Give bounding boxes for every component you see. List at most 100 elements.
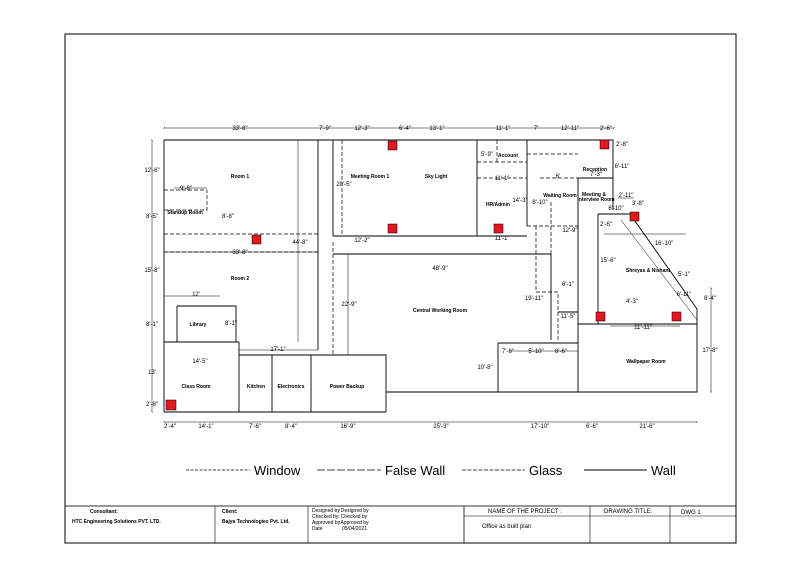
column — [629, 211, 640, 222]
dim-label: 5'-10" — [528, 349, 543, 355]
dim-label: 2'-6" — [600, 222, 612, 228]
dim-label: 5'-9" — [481, 152, 493, 158]
dim-label: 16'-9" — [340, 424, 355, 430]
dim-label: 12'-9" — [562, 228, 577, 234]
dim-label: 22'-9" — [341, 302, 356, 308]
room-label: Account — [498, 153, 518, 159]
dim-label: 14'-3" — [512, 198, 527, 204]
dim-label: 2'-8" — [616, 142, 628, 148]
dim-label: 13' — [148, 370, 156, 376]
column — [671, 311, 682, 322]
dim-label: 2'-11" — [619, 193, 634, 199]
dim-label: 8'-4" — [285, 424, 297, 430]
dim-label: 17'-1" — [270, 347, 285, 353]
bottom-dimensions: 2'-4" 14'-1" 7'-6" 8'-4" 16'-9" 25'-3" 1… — [164, 424, 655, 430]
dim-label: 2'-6" — [600, 126, 612, 132]
room-label: Interview Room — [577, 197, 615, 203]
column — [165, 399, 177, 411]
column — [387, 223, 398, 234]
dim-label: 17'-10" — [531, 424, 550, 430]
room-label: Library — [190, 322, 207, 328]
dim-label: 21'-6" — [639, 424, 654, 430]
dim-label: 2'-8" — [146, 402, 158, 408]
left-dimensions: 12'-6" 8'-5" 15'-8" 8'-1" 13' 2'-8" — [144, 168, 159, 408]
room-label: Class Room — [182, 384, 211, 390]
right-dimensions: 2'-8" 8'-4" 17'-8" — [616, 142, 718, 354]
room-label: Electronics — [278, 384, 305, 390]
dim-label: 7'-6" — [502, 349, 514, 355]
project-name: Office as built plan — [482, 524, 531, 530]
column — [251, 234, 262, 245]
dim-label: 7' — [534, 126, 538, 132]
dim-label: 11'-1" — [495, 176, 510, 182]
dim-label: 44'-8" — [292, 240, 307, 246]
legend: Window False Wall Glass Wall — [186, 463, 676, 478]
room-label: Reception — [583, 167, 607, 173]
room-label: Room 2 — [231, 276, 250, 282]
date-label: Date — [312, 526, 323, 532]
dim-label: 11'-1" — [496, 126, 511, 132]
dim-label: 7'-9" — [319, 126, 331, 132]
top-dimensions: 33'-8" 7'-9" 12'-3" 6'-4" 13'-1" 11'-1" … — [232, 126, 612, 132]
dim-label: 3'-8" — [632, 201, 644, 207]
dim-label: 8'-8" — [222, 214, 234, 220]
dim-label: 6'-4" — [399, 126, 411, 132]
dim-label: 20'-5" — [336, 182, 351, 188]
dim-label: 15'-6" — [600, 258, 615, 264]
dim-label: 33'-8" — [232, 126, 247, 132]
dim-label: 12'-2" — [354, 238, 369, 244]
dim-label: 11'-11" — [634, 325, 652, 331]
dim-label: 12'-6" — [144, 168, 159, 174]
dim-label: 33'-8" — [232, 250, 247, 256]
checked-by-value: : Checked by — [338, 514, 368, 520]
room-label: Wallpaper Room — [626, 359, 666, 365]
dim-label: 6' — [556, 174, 560, 180]
designed-by-label: Designed by — [312, 508, 340, 514]
dim-label: 19'-11" — [525, 296, 543, 302]
dim-label: 8'-4" — [704, 296, 716, 302]
title-block: Consultant: HTC Engineering Solutions PV… — [64, 505, 737, 544]
dim-label: 6'-10" — [608, 206, 623, 212]
dim-label: 13'-1" — [429, 126, 444, 132]
dim-label: 8'-6" — [555, 349, 567, 355]
legend-false-wall-label: False Wall — [385, 463, 445, 478]
consultant-label: Consultant: — [90, 509, 118, 515]
legend-window-label: Window — [254, 463, 301, 478]
dim-label: 25'-3" — [433, 424, 448, 430]
dwg-number: DWG 1 — [681, 510, 701, 516]
dim-label: 4'-3" — [626, 299, 638, 305]
column — [595, 311, 606, 322]
dim-label: 8'-1" — [146, 322, 158, 328]
dim-label: 6'-1" — [562, 282, 574, 288]
approved-by-value: : Approved by — [338, 520, 369, 526]
approved-by-label: Approved by — [312, 520, 341, 526]
inner-dimensions: 9'-8" 8'-8" 33'-8" 44'-8" 12' 8'-1" 14'-… — [180, 152, 691, 371]
dim-label: 8'-1" — [225, 321, 237, 327]
room-label: HR/Admin — [486, 202, 510, 208]
room-label: Meeting & — [582, 192, 606, 198]
room-label: Sky Light — [425, 174, 448, 180]
dim-label: 9'-8" — [180, 186, 192, 192]
dim-label: 6'-6" — [586, 424, 598, 430]
dim-label: 12' — [192, 292, 200, 298]
dim-label: 2'-4" — [164, 424, 176, 430]
room-label: Power Backup — [330, 384, 364, 390]
dim-label: 14'-5" — [192, 359, 207, 365]
column — [493, 223, 504, 234]
dim-label: 8'-5" — [146, 214, 158, 220]
dim-label: 7'-6" — [249, 424, 261, 430]
dim-label: 12'-3" — [354, 126, 369, 132]
room-label: Room 1 — [231, 174, 250, 180]
walls — [163, 139, 698, 413]
date-value: 05/04/2021 — [342, 526, 367, 532]
consultant-name: HTC Engineering Solutions PVT. LTD. — [72, 519, 161, 525]
dim-label: 11'-5" — [561, 314, 576, 320]
room-label: Waiting Room — [543, 193, 577, 199]
dim-label: 11'-1" — [495, 236, 510, 242]
dim-label: 10'-8" — [477, 365, 492, 371]
drawing-title-label: DRAWING TITLE: — [604, 509, 653, 515]
room-label: Meeting Room 1 — [351, 174, 390, 180]
legend-wall-label: Wall — [651, 463, 676, 478]
dim-label: 7'-3" — [590, 172, 602, 178]
dim-label: 8'-10" — [532, 200, 547, 206]
